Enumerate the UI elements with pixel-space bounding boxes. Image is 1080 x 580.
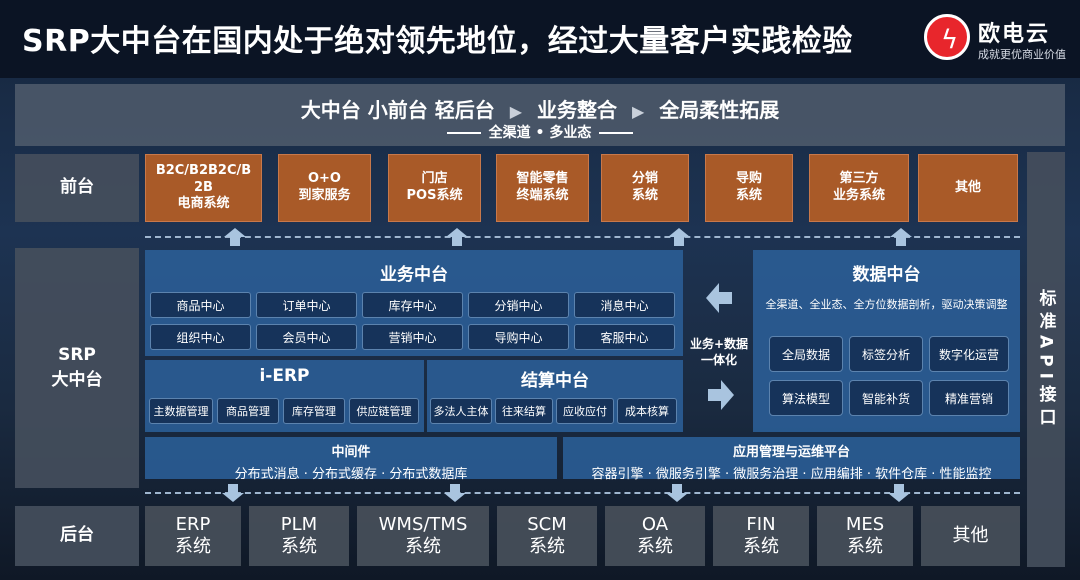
business-module: 组织中心 <box>150 324 251 350</box>
ierp-module: 商品管理 <box>217 398 279 424</box>
front-system-o2o: O+O 到家服务 <box>278 154 371 222</box>
back-system-erp: ERP 系统 <box>145 506 241 566</box>
settlement-title: 结算中台 <box>521 371 589 391</box>
arrow-up-icon <box>890 228 912 246</box>
business-module: 消息中心 <box>574 292 675 318</box>
business-module: 商品中心 <box>150 292 251 318</box>
triangle-right-icon: ▶ <box>509 102 522 121</box>
front-system-smart-retail: 智能零售 终端系统 <box>496 154 589 222</box>
back-system-wms-tms: WMS/TMS 系统 <box>357 506 489 566</box>
ierp-panel: i-ERP 主数据管理 商品管理 库存管理 供应链管理 <box>145 360 424 432</box>
banner-part-1: 大中台 小前台 轻后台 <box>300 98 495 122</box>
back-system-plm: PLM 系统 <box>249 506 349 566</box>
data-module: 全局数据 <box>769 336 843 372</box>
arrow-down-icon <box>222 484 244 502</box>
brand-logo: ϟ 欧电云 成就更优商业价值 <box>924 12 1074 68</box>
banner-part-2: 业务整合 <box>536 98 617 122</box>
arrow-up-icon <box>224 228 246 246</box>
data-module: 算法模型 <box>769 380 843 416</box>
data-center-panel: 数据中台 全渠道、全业态、全方位数据剖析，驱动决策调整 全局数据 标签分析 数字… <box>753 250 1020 432</box>
banner-subtitle: 全渠道 • 多业态 <box>488 125 592 141</box>
banner-part-3: 全局柔性拓展 <box>659 98 780 122</box>
business-module: 订单中心 <box>256 292 357 318</box>
logo-name: 欧电云 <box>978 22 1051 47</box>
api-interface-bar: 标准API接口 <box>1027 152 1065 567</box>
middleware-title: 中间件 <box>331 445 371 460</box>
slide-title: SRP大中台在国内处于绝对领先地位，经过大量客户实践检验 <box>22 24 853 59</box>
settlement-module: 应收应付 <box>556 398 614 424</box>
ierp-title: i-ERP <box>259 366 310 386</box>
business-module: 会员中心 <box>256 324 357 350</box>
business-module: 分销中心 <box>468 292 569 318</box>
logo-slogan: 成就更优商业价值 <box>978 48 1066 61</box>
arrow-down-icon <box>888 484 910 502</box>
back-system-other: 其他 <box>921 506 1020 566</box>
business-module: 营销中心 <box>362 324 463 350</box>
settlement-module: 多法人主体 <box>430 398 492 424</box>
front-system-third-party: 第三方 业务系统 <box>809 154 909 222</box>
ierp-module: 主数据管理 <box>149 398 213 424</box>
integration-label: 业务+数据 一体化 <box>689 337 749 368</box>
arrow-right-icon <box>708 380 734 410</box>
strategy-banner: 大中台 小前台 轻后台 ▶ 业务整合 ▶ 全局柔性拓展 全渠道 • 多业态 <box>15 84 1065 146</box>
front-system-ecommerce: B2C/B2B2C/B 2B 电商系统 <box>145 154 262 222</box>
ierp-module: 库存管理 <box>283 398 345 424</box>
ops-platform-title: 应用管理与运维平台 <box>732 445 850 460</box>
data-center-title: 数据中台 <box>852 265 921 285</box>
divider <box>599 132 634 134</box>
arrow-down-icon <box>666 484 688 502</box>
front-system-other: 其他 <box>918 154 1018 222</box>
back-layer-label: 后台 <box>15 506 139 566</box>
front-system-guide: 导购 系统 <box>705 154 793 222</box>
front-layer-label: 前台 <box>15 154 139 222</box>
data-center-description: 全渠道、全业态、全方位数据剖析，驱动决策调整 <box>765 298 1008 311</box>
divider <box>446 132 481 134</box>
settlement-module: 成本核算 <box>617 398 677 424</box>
arrow-down-icon <box>444 484 466 502</box>
front-system-distribution: 分销 系统 <box>601 154 689 222</box>
ierp-module: 供应链管理 <box>349 398 419 424</box>
middle-layer-label: SRP 大中台 <box>15 248 139 488</box>
business-center-panel: 业务中台 商品中心 订单中心 库存中心 分销中心 消息中心 组织中心 会员中心 … <box>145 250 683 356</box>
data-module: 精准营销 <box>929 380 1009 416</box>
arrow-left-icon <box>706 283 732 313</box>
settlement-panel: 结算中台 多法人主体 往来结算 应收应付 成本核算 <box>427 360 683 432</box>
triangle-right-icon: ▶ <box>631 102 645 121</box>
dashed-divider <box>145 236 1020 238</box>
middleware-description: 分布式消息 · 分布式缓存 · 分布式数据库 <box>234 467 468 482</box>
arrow-up-icon <box>446 228 468 246</box>
logo-mark-icon: ϟ <box>924 14 970 60</box>
back-system-mes: MES 系统 <box>817 506 913 566</box>
middleware-panel: 中间件 分布式消息 · 分布式缓存 · 分布式数据库 <box>145 437 557 482</box>
title-bar: SRP大中台在国内处于绝对领先地位，经过大量客户实践检验 ϟ 欧电云 成就更优商… <box>0 0 1080 78</box>
dashed-divider <box>145 492 1020 494</box>
back-system-oa: OA 系统 <box>605 506 705 566</box>
settlement-module: 往来结算 <box>495 398 553 424</box>
ops-platform-description: 容器引擎 · 微服务引擎 · 微服务治理 · 应用编排 · 软件仓库 · 性能监… <box>591 467 992 482</box>
front-system-pos: 门店 POS系统 <box>388 154 481 222</box>
back-system-scm: SCM 系统 <box>497 506 597 566</box>
arrow-up-icon <box>668 228 690 246</box>
data-module: 智能补货 <box>849 380 923 416</box>
data-module: 标签分析 <box>849 336 923 372</box>
data-module: 数字化运营 <box>929 336 1009 372</box>
business-center-title: 业务中台 <box>380 265 448 285</box>
business-module: 客服中心 <box>574 324 675 350</box>
back-system-fin: FIN 系统 <box>713 506 809 566</box>
business-module: 库存中心 <box>362 292 463 318</box>
ops-platform-panel: 应用管理与运维平台 容器引擎 · 微服务引擎 · 微服务治理 · 应用编排 · … <box>563 437 1020 482</box>
business-module: 导购中心 <box>468 324 569 350</box>
